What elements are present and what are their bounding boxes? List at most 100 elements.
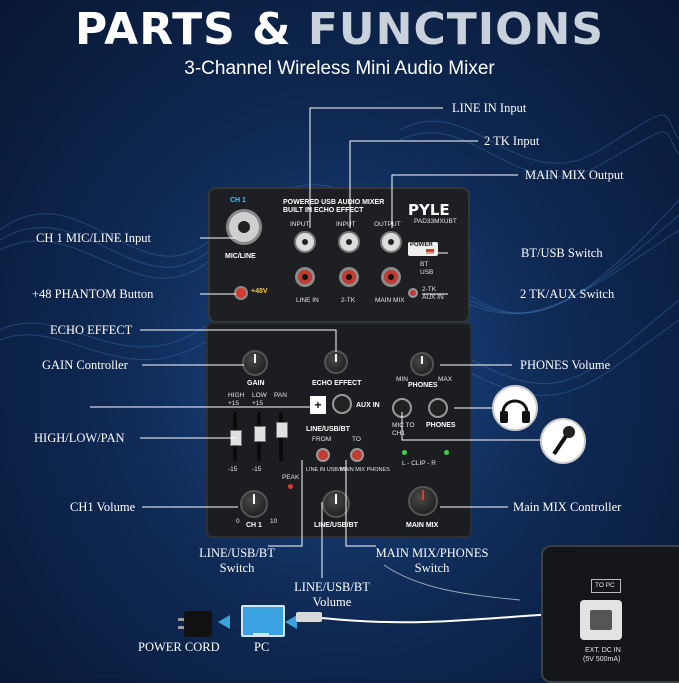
ch1-vol-label: CH 1 [246,522,262,529]
ch1-vol-ten: 10 [270,518,278,525]
pan-slider[interactable] [276,422,288,438]
main-mix-vol-label: MAIN MIX [406,522,439,529]
callout-main-mix-phones-switch: MAIN MIX/PHONES Switch [372,546,492,576]
power-plug-icon [178,611,212,637]
phantom-label: +48V [251,288,268,295]
mixer-top-panel: CH 1 MIC/LINE +48V POWERED USB AUDIO MIX… [208,187,470,323]
phantom-button[interactable] [234,286,248,300]
ch1-volume-knob[interactable] [240,490,268,518]
page-title: PARTS & FUNCTIONS [0,4,679,56]
peak-led [288,484,293,489]
output-label: OUTPUT [374,221,401,228]
line-in-usb-bt-label: LINE IN USB/BT [306,467,347,473]
line-in-jack[interactable] [294,231,316,253]
brand-line2: BUILT IN ECHO EFFECT [283,207,364,214]
high-label: HIGH [228,392,245,399]
gain-label: GAIN [247,380,265,387]
usb-label: USB [420,269,434,276]
callout-ch1-volume: CH1 Volume [70,500,136,514]
tk2-jack[interactable] [338,231,360,253]
arrow-left-icon-1 [218,615,230,629]
title-part1: PARTS & [74,4,292,55]
callout-echo-effect: ECHO EFFECT [50,323,133,337]
clip-led-left [402,450,407,455]
tk2-rca[interactable] [339,267,359,287]
brand-logo: PYLE [408,201,450,219]
callout-main-mix-output: MAIN MIX Output [525,168,624,182]
main-mix-phones-switch[interactable] [350,448,364,462]
high-slider[interactable] [230,430,242,446]
phones-volume-knob[interactable] [410,352,434,376]
brand-line1: POWERED USB AUDIO MIXER [283,199,385,206]
callout-line-usb-bt-volume-line1: LINE/USB/BT [294,580,370,594]
ext-dc-in-label: EXT. DC IN [585,647,621,654]
callout-phantom-button: +48 PHANTOM Button [32,287,154,301]
phones-jack-label: PHONES [426,422,456,429]
ch1-vol-zero: 0 [236,518,240,525]
callout-line-usb-bt-switch: LINE/USB/BT Switch [198,546,276,576]
input-label-2: INPUT [336,221,356,228]
phones-max: MAX [438,376,453,383]
bt-usb-switch[interactable]: POWER [408,242,438,256]
pc-label: PC [254,640,270,654]
callout-line-usb-bt-volume: LINE/USB/BT Volume [292,580,372,610]
line-usb-bt-label: LINE/USB/BT [306,426,350,433]
input-label-1: INPUT [290,221,310,228]
callout-bt-usb-switch: BT/USB Switch [521,246,603,260]
minus15-label-1: -15 [228,466,238,473]
line-in-rca[interactable] [295,267,315,287]
echo-effect-knob[interactable] [324,350,348,374]
low-label: LOW [252,392,267,399]
callout-2tk-input: 2 TK Input [484,134,540,148]
callout-tk-aux-switch: 2 TK/AUX Switch [520,287,615,301]
callout-main-mix-controller: Main MIX Controller [513,500,622,514]
callout-line-in-input: LINE IN Input [452,101,527,115]
callout-line-usb-bt-switch-line2: Switch [219,561,255,575]
aux-in-jack[interactable] [332,394,352,414]
to-pc-box: TO PC [591,579,621,593]
callout-main-mix-phones-switch-line1: MAIN MIX/PHONES [375,546,489,560]
phones-jack[interactable] [428,398,448,418]
aux-in-switch-label: AUX IN [422,294,444,301]
main-mix-jack[interactable] [380,231,402,253]
main-mix-rca[interactable] [381,267,401,287]
low-slider[interactable] [254,426,266,442]
phones-knob-label: PHONES [408,382,438,389]
callout-ch1-mic-line-input: CH 1 MIC/LINE Input [36,231,151,245]
callout-gain-controller: GAIN Controller [42,358,128,372]
pc-monitor-stand [253,633,269,637]
line-usb-bt-vol-label: LINE/USB/BT [314,522,358,529]
tk2-label: 2-TK [341,297,356,304]
ch1-tag: CH 1 [230,197,246,204]
main-mix-knob[interactable] [408,486,438,516]
ext-dc-spec-label: (5V 500mA) [583,656,621,663]
callout-line-usb-bt-switch-line1: LINE/USB/BT [199,546,275,560]
clip-label: L - CLIP - R [402,460,436,467]
gain-knob[interactable] [242,350,268,376]
phones-min: MIN [396,376,408,383]
usb-b-port[interactable] [580,600,622,640]
tk-aux-switch[interactable] [408,288,418,298]
mic-line-label: MIC/LINE [225,253,256,260]
main-mix-label: MAIN MIX [375,297,405,304]
plus15-label-1: +15 [228,400,240,407]
bt-label: BT [420,261,429,268]
aux-plus-icon: + [310,396,326,414]
xlr-combo-jack[interactable] [226,209,262,245]
mixer-front-panel: GAIN HIGH LOW PAN +15 +15 -15 -15 PEAK 0… [206,322,472,538]
line-usb-bt-volume-knob[interactable] [322,490,350,518]
to-label: TO [352,436,361,443]
usb-a-plug-icon [296,612,322,622]
to-pc-label: TO PC [595,582,615,589]
mic-to-ch1-jack[interactable] [392,398,412,418]
pan-label: PAN [274,392,287,399]
microphone-icon [540,418,586,464]
line-usb-bt-switch[interactable] [316,448,330,462]
page-subtitle: 3-Channel Wireless Mini Audio Mixer [184,58,495,79]
callout-line-usb-bt-volume-line2: Volume [312,595,352,609]
line-in-label: LINE IN [296,297,319,304]
main-mix-phones-label: MAIN MIX PHONES [340,467,390,473]
headphones-icon [492,385,538,431]
aux-in-label: AUX IN [356,402,380,409]
mic-to-ch1-label: MIC TO CH1 [392,422,415,437]
